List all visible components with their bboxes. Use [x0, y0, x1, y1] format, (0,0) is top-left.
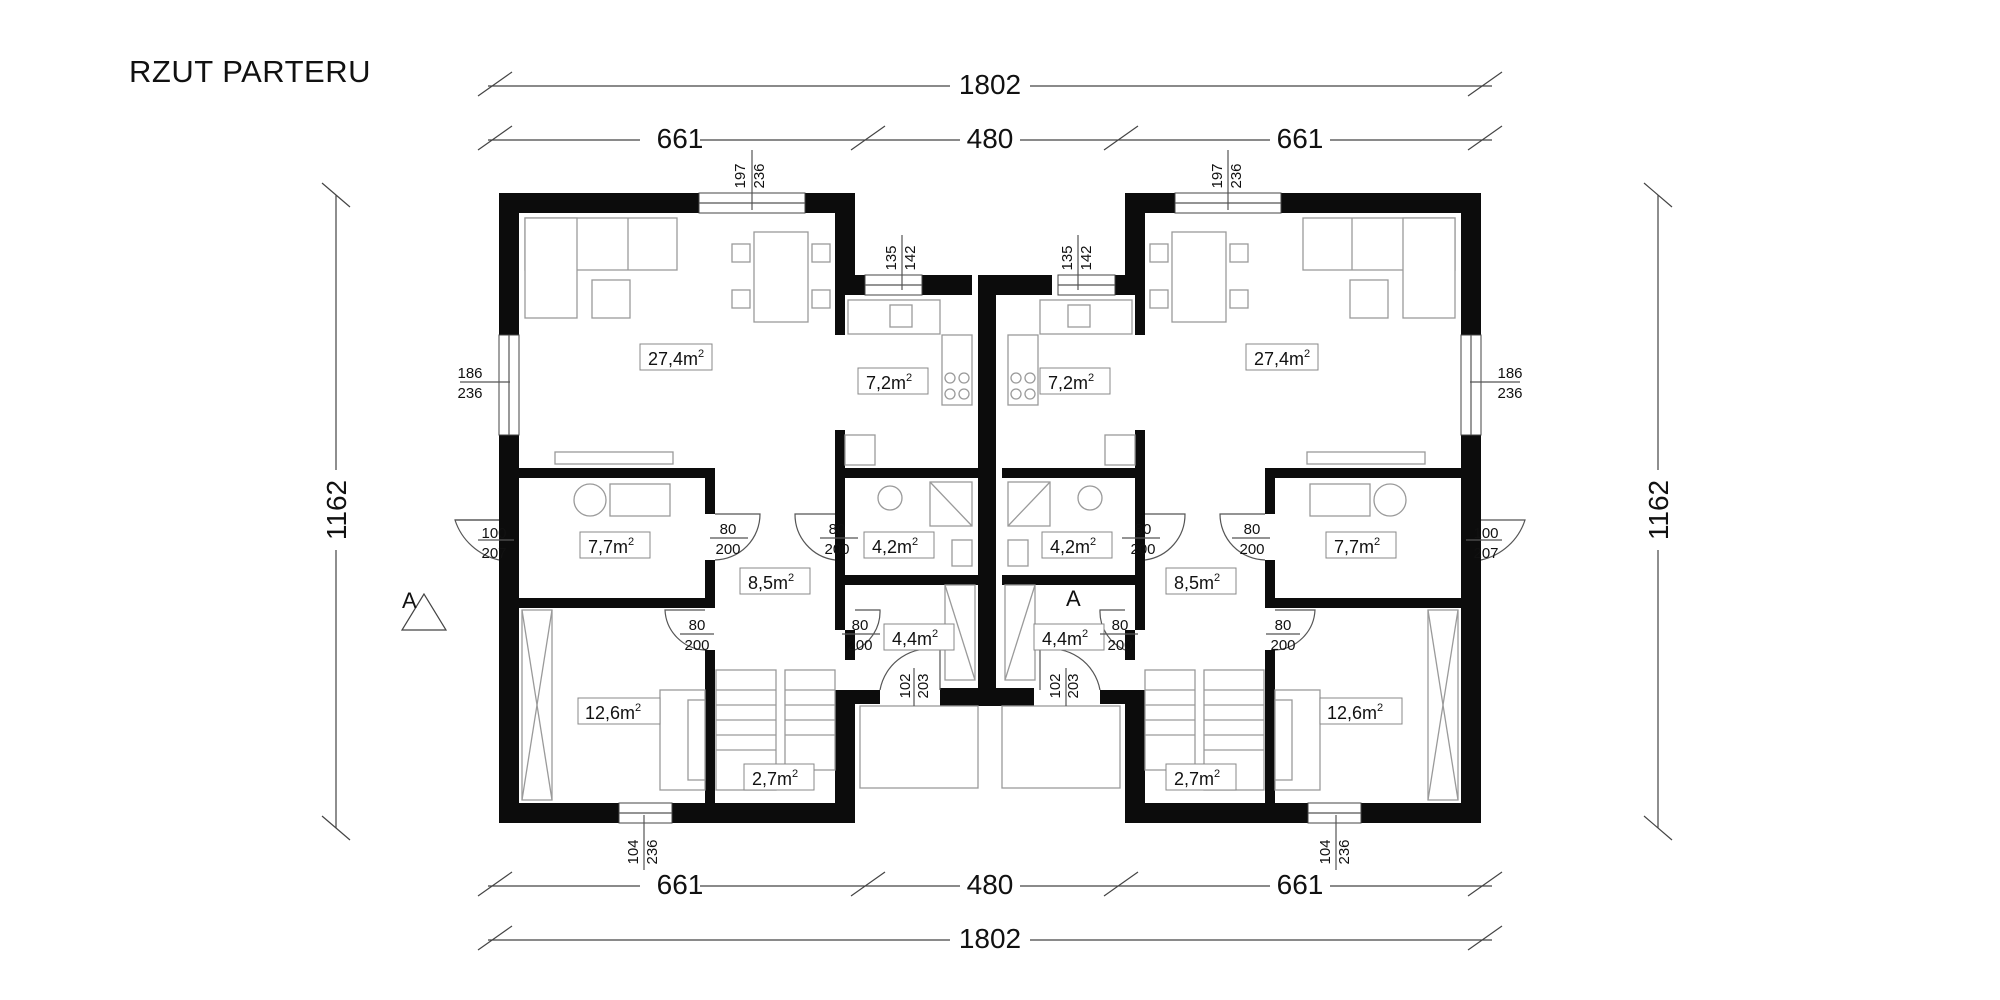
svg-text:4,2m2: 4,2m2	[872, 536, 918, 557]
opening-bath-door-h: 200	[824, 541, 849, 558]
svg-text:4,4m2: 4,4m2	[892, 628, 938, 649]
dim-overall-top: 1802	[959, 69, 1021, 100]
opening-utility-door-h: 200	[715, 541, 740, 558]
room-labels-right: 27,4m2 7,2m2 7,7m2 4,2m2 8,5m2 4,4m2 12,…	[1033, 343, 1403, 791]
svg-text:7,7m2: 7,7m2	[1334, 536, 1380, 557]
opening-bedroom-window-h: 236	[644, 839, 661, 864]
opening-living-side-w: 186	[1497, 365, 1522, 382]
opening-kitchen-w: 135	[883, 245, 900, 270]
opening-vestibule-door-h: 200	[847, 637, 872, 654]
opening-front-door-w: 102	[897, 673, 914, 698]
dim-bottom-right: 661	[1277, 869, 1324, 900]
door-swings	[454, 513, 1526, 691]
dim-bottom-middle: 480	[967, 869, 1014, 900]
opening-bedroom-window-w: 104	[1317, 839, 1334, 864]
opening-living-top-h: 236	[1228, 163, 1245, 188]
svg-text:8,5m2: 8,5m2	[748, 572, 794, 593]
opening-living-top-h: 236	[751, 163, 768, 188]
opening-living-top-w: 197	[732, 163, 749, 188]
opening-entry-door-h: 207	[481, 545, 506, 562]
opening-utility-door-w: 80	[720, 521, 737, 538]
opening-bedroom-door-h: 200	[684, 637, 709, 654]
opening-bath-door-w: 80	[829, 521, 846, 538]
opening-kitchen-h: 142	[902, 245, 919, 270]
opening-kitchen-h: 142	[1078, 245, 1095, 270]
opening-bedroom-window-w: 104	[625, 839, 642, 864]
dim-height-left: 1162	[321, 480, 352, 540]
opening-living-side-w: 186	[457, 365, 482, 382]
room-area-stairs: 2,7	[1174, 769, 1199, 789]
dim-overall-bottom: 1802	[959, 923, 1021, 954]
opening-living-side-h: 236	[457, 385, 482, 402]
room-area-bedroom: 12,6	[1327, 703, 1362, 723]
opening-labels-left: 197 236 135 142 186 236 100 207 80 200 8…	[457, 150, 932, 870]
room-area-vestibule: 4,4	[1042, 629, 1067, 649]
svg-text:27,4m2: 27,4m2	[1254, 348, 1310, 369]
room-area-stairs: 2,7	[752, 769, 777, 789]
room-area-utility: 7,7	[588, 537, 613, 557]
room-area-bedroom: 12,6	[585, 703, 620, 723]
opening-entry-door-h: 207	[1473, 545, 1498, 562]
svg-text:27,4m2: 27,4m2	[648, 348, 704, 369]
page-title: RZUT PARTERU	[129, 54, 371, 89]
room-area-hall: 8,5	[1174, 573, 1199, 593]
dimension-labels: 1802 661 480 661 661 480 661 1802 1162 1…	[318, 68, 1676, 954]
section-label-center: A	[1066, 586, 1081, 611]
svg-text:7,7m2: 7,7m2	[588, 536, 634, 557]
svg-text:8,5m2: 8,5m2	[1174, 572, 1220, 593]
opening-living-side-h: 236	[1497, 385, 1522, 402]
walls	[499, 193, 1481, 823]
svg-text:2,7m2: 2,7m2	[1174, 768, 1220, 789]
dim-top-middle: 480	[967, 123, 1014, 154]
svg-text:4,4m2: 4,4m2	[1042, 628, 1088, 649]
room-area-hall: 8,5	[748, 573, 773, 593]
opening-utility-door-h: 200	[1239, 541, 1264, 558]
svg-text:2,7m2: 2,7m2	[752, 768, 798, 789]
room-area-living: 27,4	[1254, 349, 1289, 369]
room-area-vestibule: 4,4	[892, 629, 917, 649]
opening-front-door-h: 203	[1065, 673, 1082, 698]
room-area-kitchen: 7,2	[866, 373, 891, 393]
opening-vestibule-door-w: 80	[1112, 617, 1129, 634]
opening-bedroom-door-w: 80	[689, 617, 706, 634]
dim-top-right: 661	[1277, 123, 1324, 154]
room-area-utility: 7,7	[1334, 537, 1359, 557]
opening-bath-door-h: 200	[1130, 541, 1155, 558]
room-labels-left: 27,4m2 7,2m2 7,7m2 4,2m2 8,5m2 4,4m2 12,…	[577, 343, 955, 791]
opening-living-top-w: 197	[1209, 163, 1226, 188]
opening-vestibule-door-h: 200	[1107, 637, 1132, 654]
dim-height-right: 1162	[1643, 480, 1674, 540]
svg-text:7,2m2: 7,2m2	[866, 372, 912, 393]
section-marks: A A	[400, 586, 1081, 631]
svg-text:12,6m2: 12,6m2	[585, 702, 641, 723]
svg-text:7,2m2: 7,2m2	[1048, 372, 1094, 393]
opening-bath-door-w: 80	[1135, 521, 1152, 538]
opening-front-door-h: 203	[915, 673, 932, 698]
opening-front-door-w: 102	[1047, 673, 1064, 698]
opening-labels-right: 197 236 135 142 186 236 100 207 80 200 8…	[1047, 150, 1523, 870]
room-area-bathroom: 4,2	[1050, 537, 1075, 557]
room-area-kitchen: 7,2	[1048, 373, 1073, 393]
room-area-living: 27,4	[648, 349, 683, 369]
opening-vestibule-door-w: 80	[852, 617, 869, 634]
dim-bottom-left: 661	[657, 869, 704, 900]
svg-text:12,6m2: 12,6m2	[1327, 702, 1383, 723]
dim-top-left: 661	[657, 123, 704, 154]
opening-bedroom-window-h: 236	[1336, 839, 1353, 864]
room-area-bathroom: 4,2	[872, 537, 897, 557]
section-label-left: A	[402, 588, 417, 613]
opening-bedroom-door-w: 80	[1275, 617, 1292, 634]
svg-text:4,2m2: 4,2m2	[1050, 536, 1096, 557]
opening-bedroom-door-h: 200	[1270, 637, 1295, 654]
opening-entry-door-w: 100	[1473, 525, 1498, 542]
opening-utility-door-w: 80	[1244, 521, 1261, 538]
opening-kitchen-w: 135	[1059, 245, 1076, 270]
opening-entry-door-w: 100	[481, 525, 506, 542]
section-triangle-icon	[400, 592, 448, 631]
